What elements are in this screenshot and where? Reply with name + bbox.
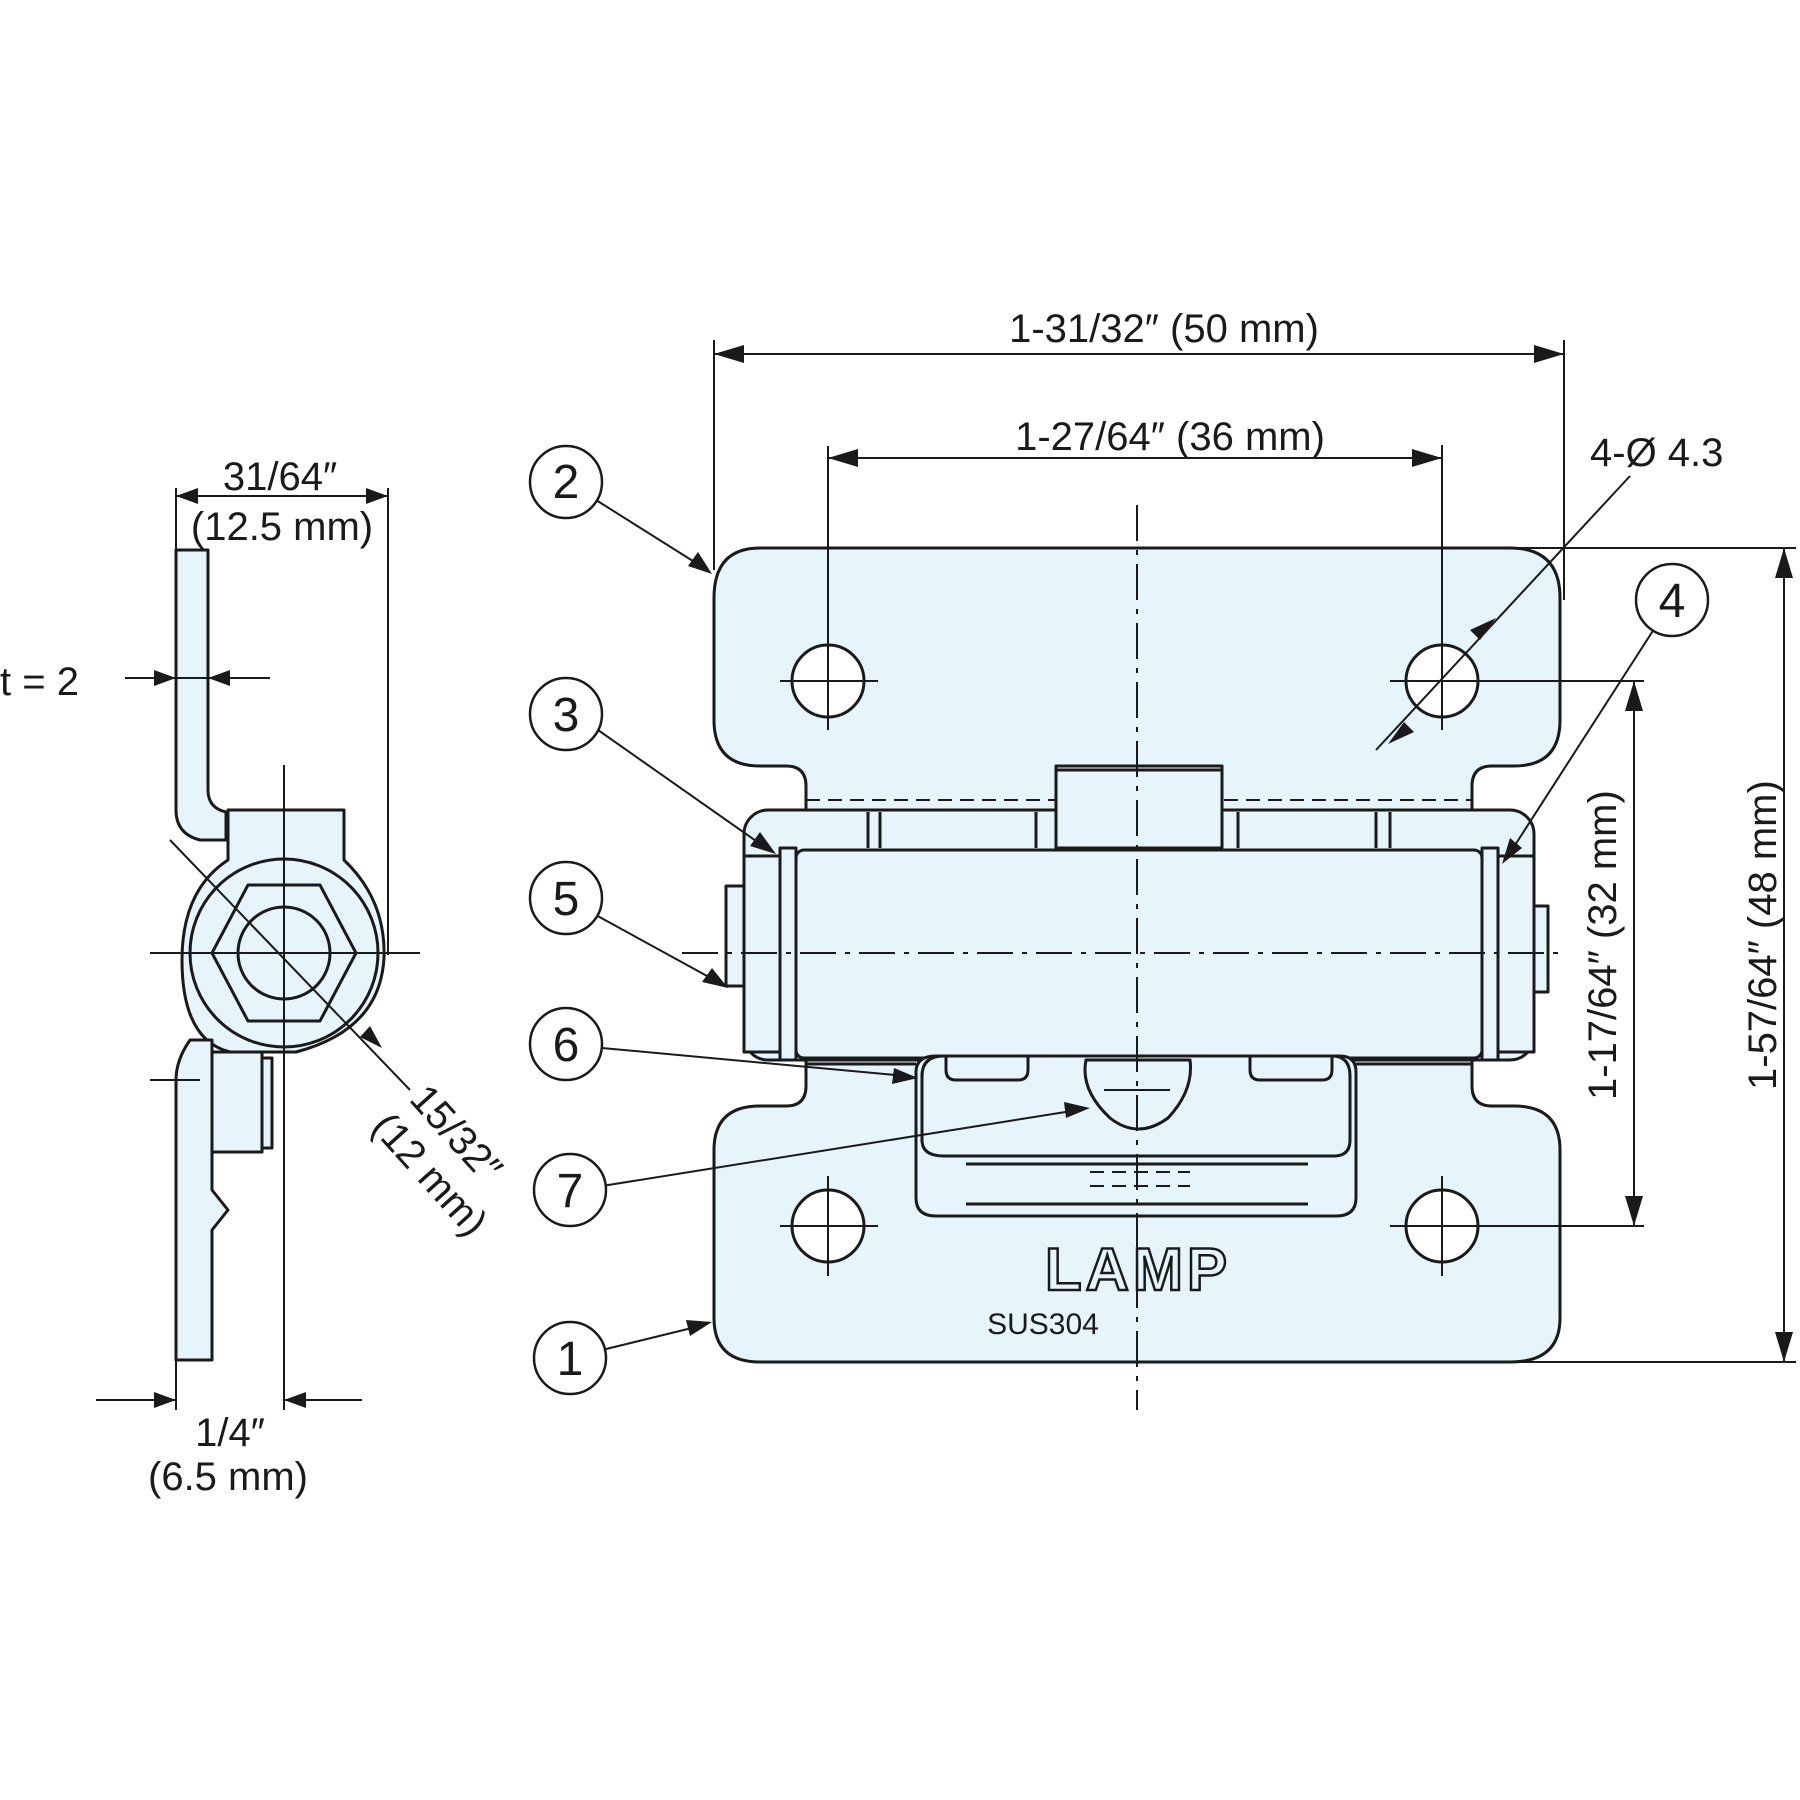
callout-7-arrow [1064,1102,1090,1118]
vertical-spacing-arrow-bottom [1625,1196,1643,1226]
overall-height-arrow-top [1775,548,1793,578]
overall-width-label: 1-31/32″ (50 mm) [1009,307,1319,351]
knuckle-dia-leader [169,839,411,1091]
side-view-washer [210,1050,264,1154]
hole-spec-leader [1375,475,1631,751]
centre-tab [1054,768,1224,850]
side-width-mm-label: (12.5 mm) [191,505,373,549]
callout-3-number: 3 [553,689,580,742]
side-view-lower-leaf [174,1038,230,1362]
callout-5: 5 [528,860,604,936]
strap-slot-left [944,1056,1030,1082]
callout-4-leader [1507,625,1657,857]
callout-7: 7 [532,1152,608,1228]
thickness-label: t = 2 [0,660,79,704]
callout-4: 4 [1634,562,1710,638]
callout-5-number: 5 [553,873,580,926]
offset-mm-label: (6.5 mm) [148,1455,308,1499]
callout-1-arrow [686,1320,712,1336]
thickness-arrow-right [208,670,230,686]
hole-spec-arrow-1 [1470,618,1496,640]
offset-in-label: 1/4″ [195,1411,265,1455]
hinge-pin [1083,1058,1193,1131]
callout-2: 2 [528,444,604,520]
callout-5-arrow [702,968,728,988]
vertical-spacing-arrow-top [1625,681,1643,711]
side-view: t = 2 31/64″ (12.5 mm) 15/32″ (12 mm) 1/… [0,455,510,1499]
vertical-spacing-label: 1-17/64″ (32 mm) [1581,790,1625,1100]
callout-4-number: 4 [1659,575,1686,628]
callout-3: 3 [528,676,604,752]
strap-slot-right [1248,1056,1334,1082]
callout-6-number: 6 [553,1019,580,1072]
side-view-upper-leaf [174,548,228,842]
callout-5-leader [593,913,719,983]
hole-spacing-arrow-right [1412,449,1442,467]
hole-spec-arrow-2 [1388,722,1414,744]
overall-height-label: 1-57/64″ (48 mm) [1741,780,1785,1090]
callout-3-leader [597,729,767,849]
knuckle-dia-arrow [360,1026,382,1048]
callout-1: 1 [532,1320,608,1396]
callout-2-arrow [688,552,712,574]
overall-width-arrow-right [1534,345,1564,363]
front-view: LAMP SUS304 [682,445,1644,1410]
nut-right [1532,904,1550,994]
overall-height-arrow-bottom [1775,1332,1793,1362]
callout-1-leader [601,1325,701,1351]
side-width-in-label: 31/64″ [223,455,337,499]
callout-2-number: 2 [553,456,580,509]
material-marking: SUS304 [987,1308,1099,1341]
callout-7-number: 7 [557,1165,584,1218]
callout-6-leader [601,1047,907,1077]
hole-spec-label: 4-Ø 4.3 [1590,431,1723,475]
nut-left [724,884,746,988]
offset-arrow-right [284,1392,306,1408]
callout-6: 6 [528,1006,604,1082]
brand-marking: LAMP [1045,1236,1231,1303]
callouts: 2 3 4 5 6 [528,444,1710,1396]
callout-1-number: 1 [557,1333,584,1386]
side-width-arrow-left [176,488,198,504]
side-view-spring [260,1056,274,1150]
callout-6-arrow [892,1068,918,1084]
callout-3-arrow [750,832,776,854]
thickness-arrow-left [154,670,176,686]
callout-4-arrow [1502,838,1522,864]
overall-width-arrow-left [714,345,744,363]
side-width-arrow-right [366,488,388,504]
callout-7-leader [601,1109,1079,1187]
hole-spacing-label: 1-27/64″ (36 mm) [1015,415,1325,459]
callout-2-leader [595,499,705,569]
offset-arrow-left [154,1392,176,1408]
front-view-dimensions: 1-31/32″ (50 mm) 1-27/64″ (36 mm) 4-Ø 4.… [713,307,1796,1363]
hole-spacing-arrow-left [828,449,858,467]
